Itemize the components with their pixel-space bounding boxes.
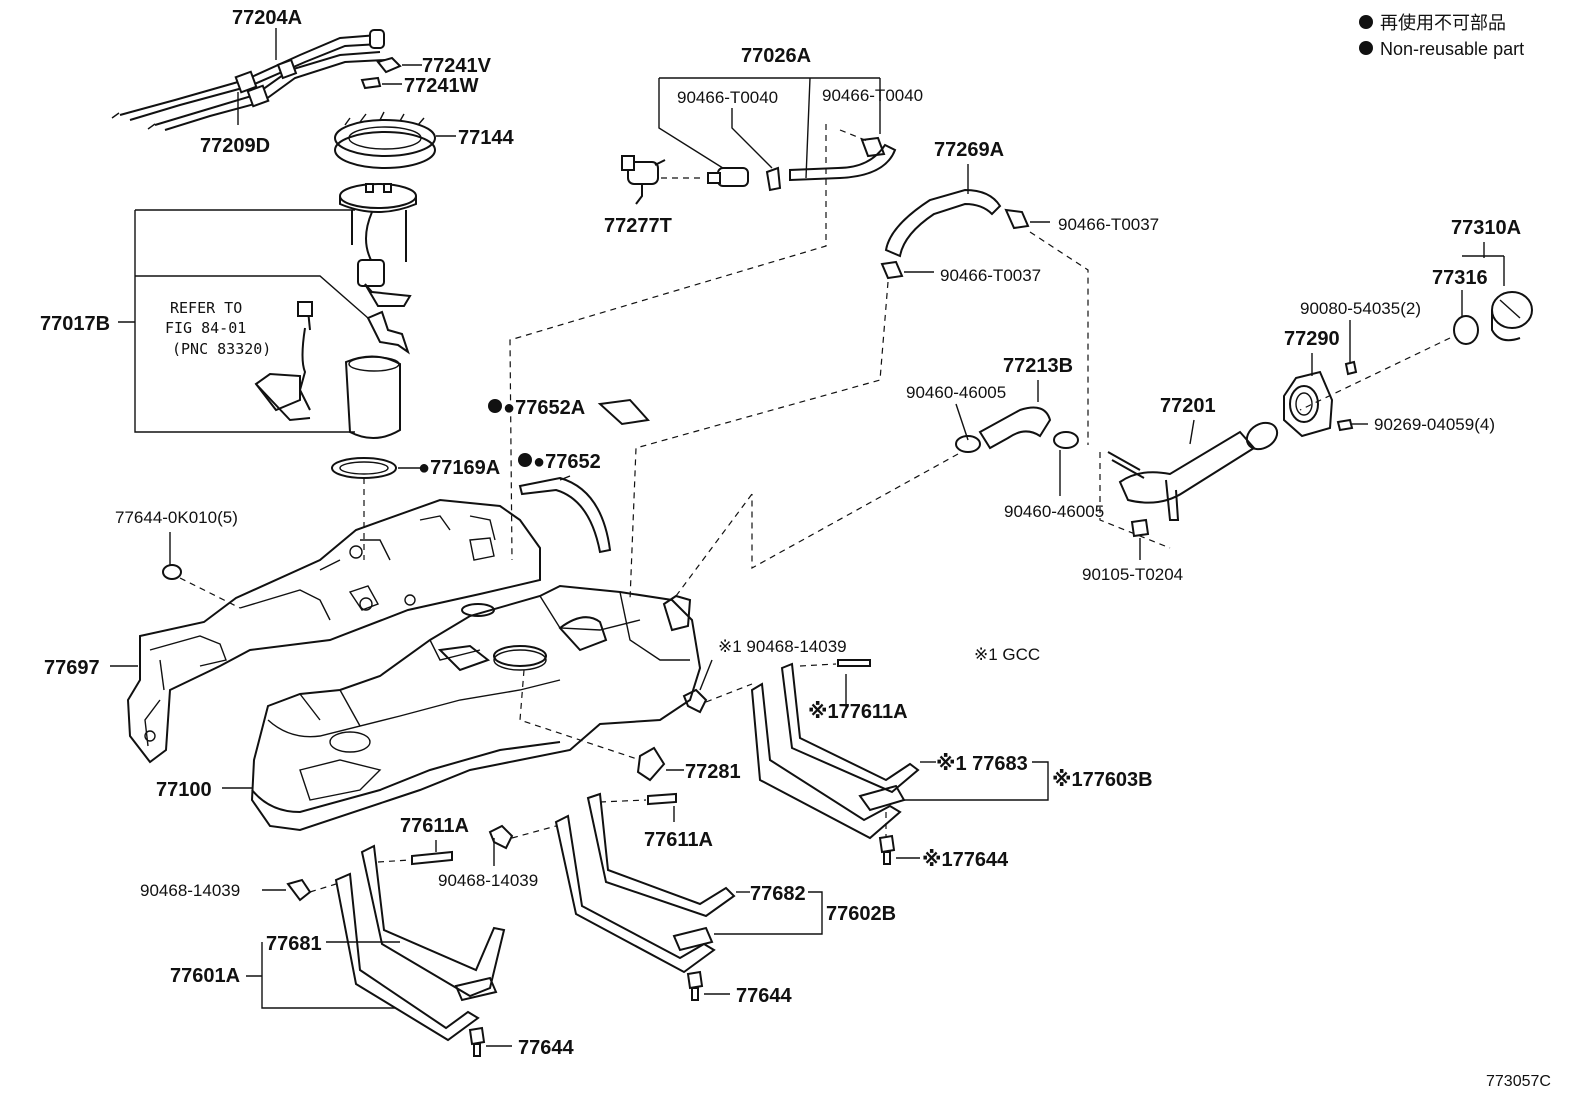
hose-77269A-shape xyxy=(880,188,1030,280)
label-77169A: ●77169A xyxy=(418,457,500,479)
label-77602B: 77602B xyxy=(826,903,896,925)
strap-77601A-shape xyxy=(334,844,506,1042)
legend-line-en: Non-reusable part xyxy=(1380,39,1524,59)
strap-77602B-shape xyxy=(554,792,736,974)
label-77290: 77290 xyxy=(1284,328,1340,350)
label-90468-14039-middle: 90468-14039 xyxy=(438,871,538,890)
label-77277T: 77277T xyxy=(604,215,672,237)
label-77209D: 77209D xyxy=(200,135,270,157)
label-77213B: 77213B xyxy=(1003,355,1073,377)
label-77611A-left: 77611A xyxy=(400,815,469,837)
label-90466-T0037-b: 90466-T0037 xyxy=(940,266,1041,285)
sheet-77652A-shape xyxy=(597,398,650,426)
label-77269A: 77269A xyxy=(934,139,1004,161)
clip-77241V-shape xyxy=(376,56,402,74)
protector-77697-shape xyxy=(126,498,541,764)
pad-77652-shape xyxy=(518,476,612,554)
label-77644-middle: 77644 xyxy=(736,985,792,1007)
label-77201: 77201 xyxy=(1160,395,1216,417)
label-90105-T0204: 90105-T0204 xyxy=(1082,565,1183,584)
filler-housing-77290-shape xyxy=(1283,370,1334,438)
label-77644-left: 77644 xyxy=(518,1037,574,1059)
label-77611A-middle: 77611A xyxy=(644,829,713,851)
label-77026A: 77026A xyxy=(741,45,811,67)
strap-77603B-shape xyxy=(750,662,920,840)
label-77683: ※1 77683 xyxy=(936,753,1028,775)
vent-valve-shape xyxy=(707,136,897,192)
diagram-code: 773057C xyxy=(1486,1073,1551,1090)
label-77281: 77281 xyxy=(685,761,741,783)
label-77644-0K010: 77644-0K010(5) xyxy=(115,508,238,527)
label-77316: 77316 xyxy=(1432,267,1488,289)
hose-77213B-shape xyxy=(955,406,1079,453)
label-90466-T0040-a: 90466-T0040 xyxy=(677,88,778,107)
non-reusable-dot-icon xyxy=(488,399,502,413)
clip-77241W-shape xyxy=(360,76,382,90)
label-77241W: 77241W xyxy=(404,75,479,97)
label-90269-04059: 90269-04059(4) xyxy=(1374,415,1495,434)
label-90468-14039-left: 90468-14039 xyxy=(140,881,240,900)
label-77611A-right: ※177611A xyxy=(808,701,908,723)
refer-note-line1: REFER TO xyxy=(170,299,242,317)
non-reusable-dot-icon xyxy=(518,453,532,467)
lock-ring-77144-shape xyxy=(334,111,436,169)
label-77204A: 77204A xyxy=(232,7,302,29)
label-90080-54035: 90080-54035(2) xyxy=(1300,299,1421,318)
label-77100: 77100 xyxy=(156,779,212,801)
label-90468-14039-top: ※1 90468-14039 xyxy=(718,637,847,656)
label-90460-46005-a: 90460-46005 xyxy=(906,383,1006,402)
fuel-line-tubes xyxy=(111,29,386,131)
label-90466-T0040-b: 90466-T0040 xyxy=(822,86,923,105)
fuel-tank-77100-shape xyxy=(250,584,702,832)
fuel-cap-shape xyxy=(1453,291,1533,345)
gasket-77169A-shape xyxy=(331,457,397,479)
label-77310A: 77310A xyxy=(1451,217,1521,239)
label-77682: 77682 xyxy=(750,883,806,905)
label-77241V: 77241V xyxy=(422,55,492,77)
label-77144: 77144 xyxy=(458,127,514,149)
label-77601A: 77601A xyxy=(170,965,240,987)
label-77652A: ●77652A xyxy=(503,397,585,419)
gcc-note: ※1 GCC xyxy=(974,645,1040,664)
clip-77281-shape xyxy=(636,746,666,782)
non-reusable-dot-icon xyxy=(1359,15,1373,29)
label-77644-right: ※177644 xyxy=(922,849,1009,871)
filler-pipe-77201-shape xyxy=(1107,421,1279,521)
legend: 再使用不可部品 Non-reusable part xyxy=(1359,13,1524,59)
fuel-pump-assembly-shape xyxy=(254,183,417,439)
non-reusable-dot-icon xyxy=(1359,41,1373,55)
label-77603B: ※177603B xyxy=(1052,769,1153,791)
label-77681: 77681 xyxy=(266,933,322,955)
refer-note-line2: FIG 84-01 xyxy=(165,319,246,337)
label-77017B: 77017B xyxy=(40,313,110,335)
legend-line-jp: 再使用不可部品 xyxy=(1380,13,1506,33)
refer-note-line3: (PNC 83320) xyxy=(172,340,271,358)
label-77652: ●77652 xyxy=(533,451,601,473)
label-77697: 77697 xyxy=(44,657,100,679)
label-90466-T0037-a: 90466-T0037 xyxy=(1058,215,1159,234)
label-90460-46005-b: 90460-46005 xyxy=(1004,502,1104,521)
check-valve-77277T-shape xyxy=(621,155,666,205)
